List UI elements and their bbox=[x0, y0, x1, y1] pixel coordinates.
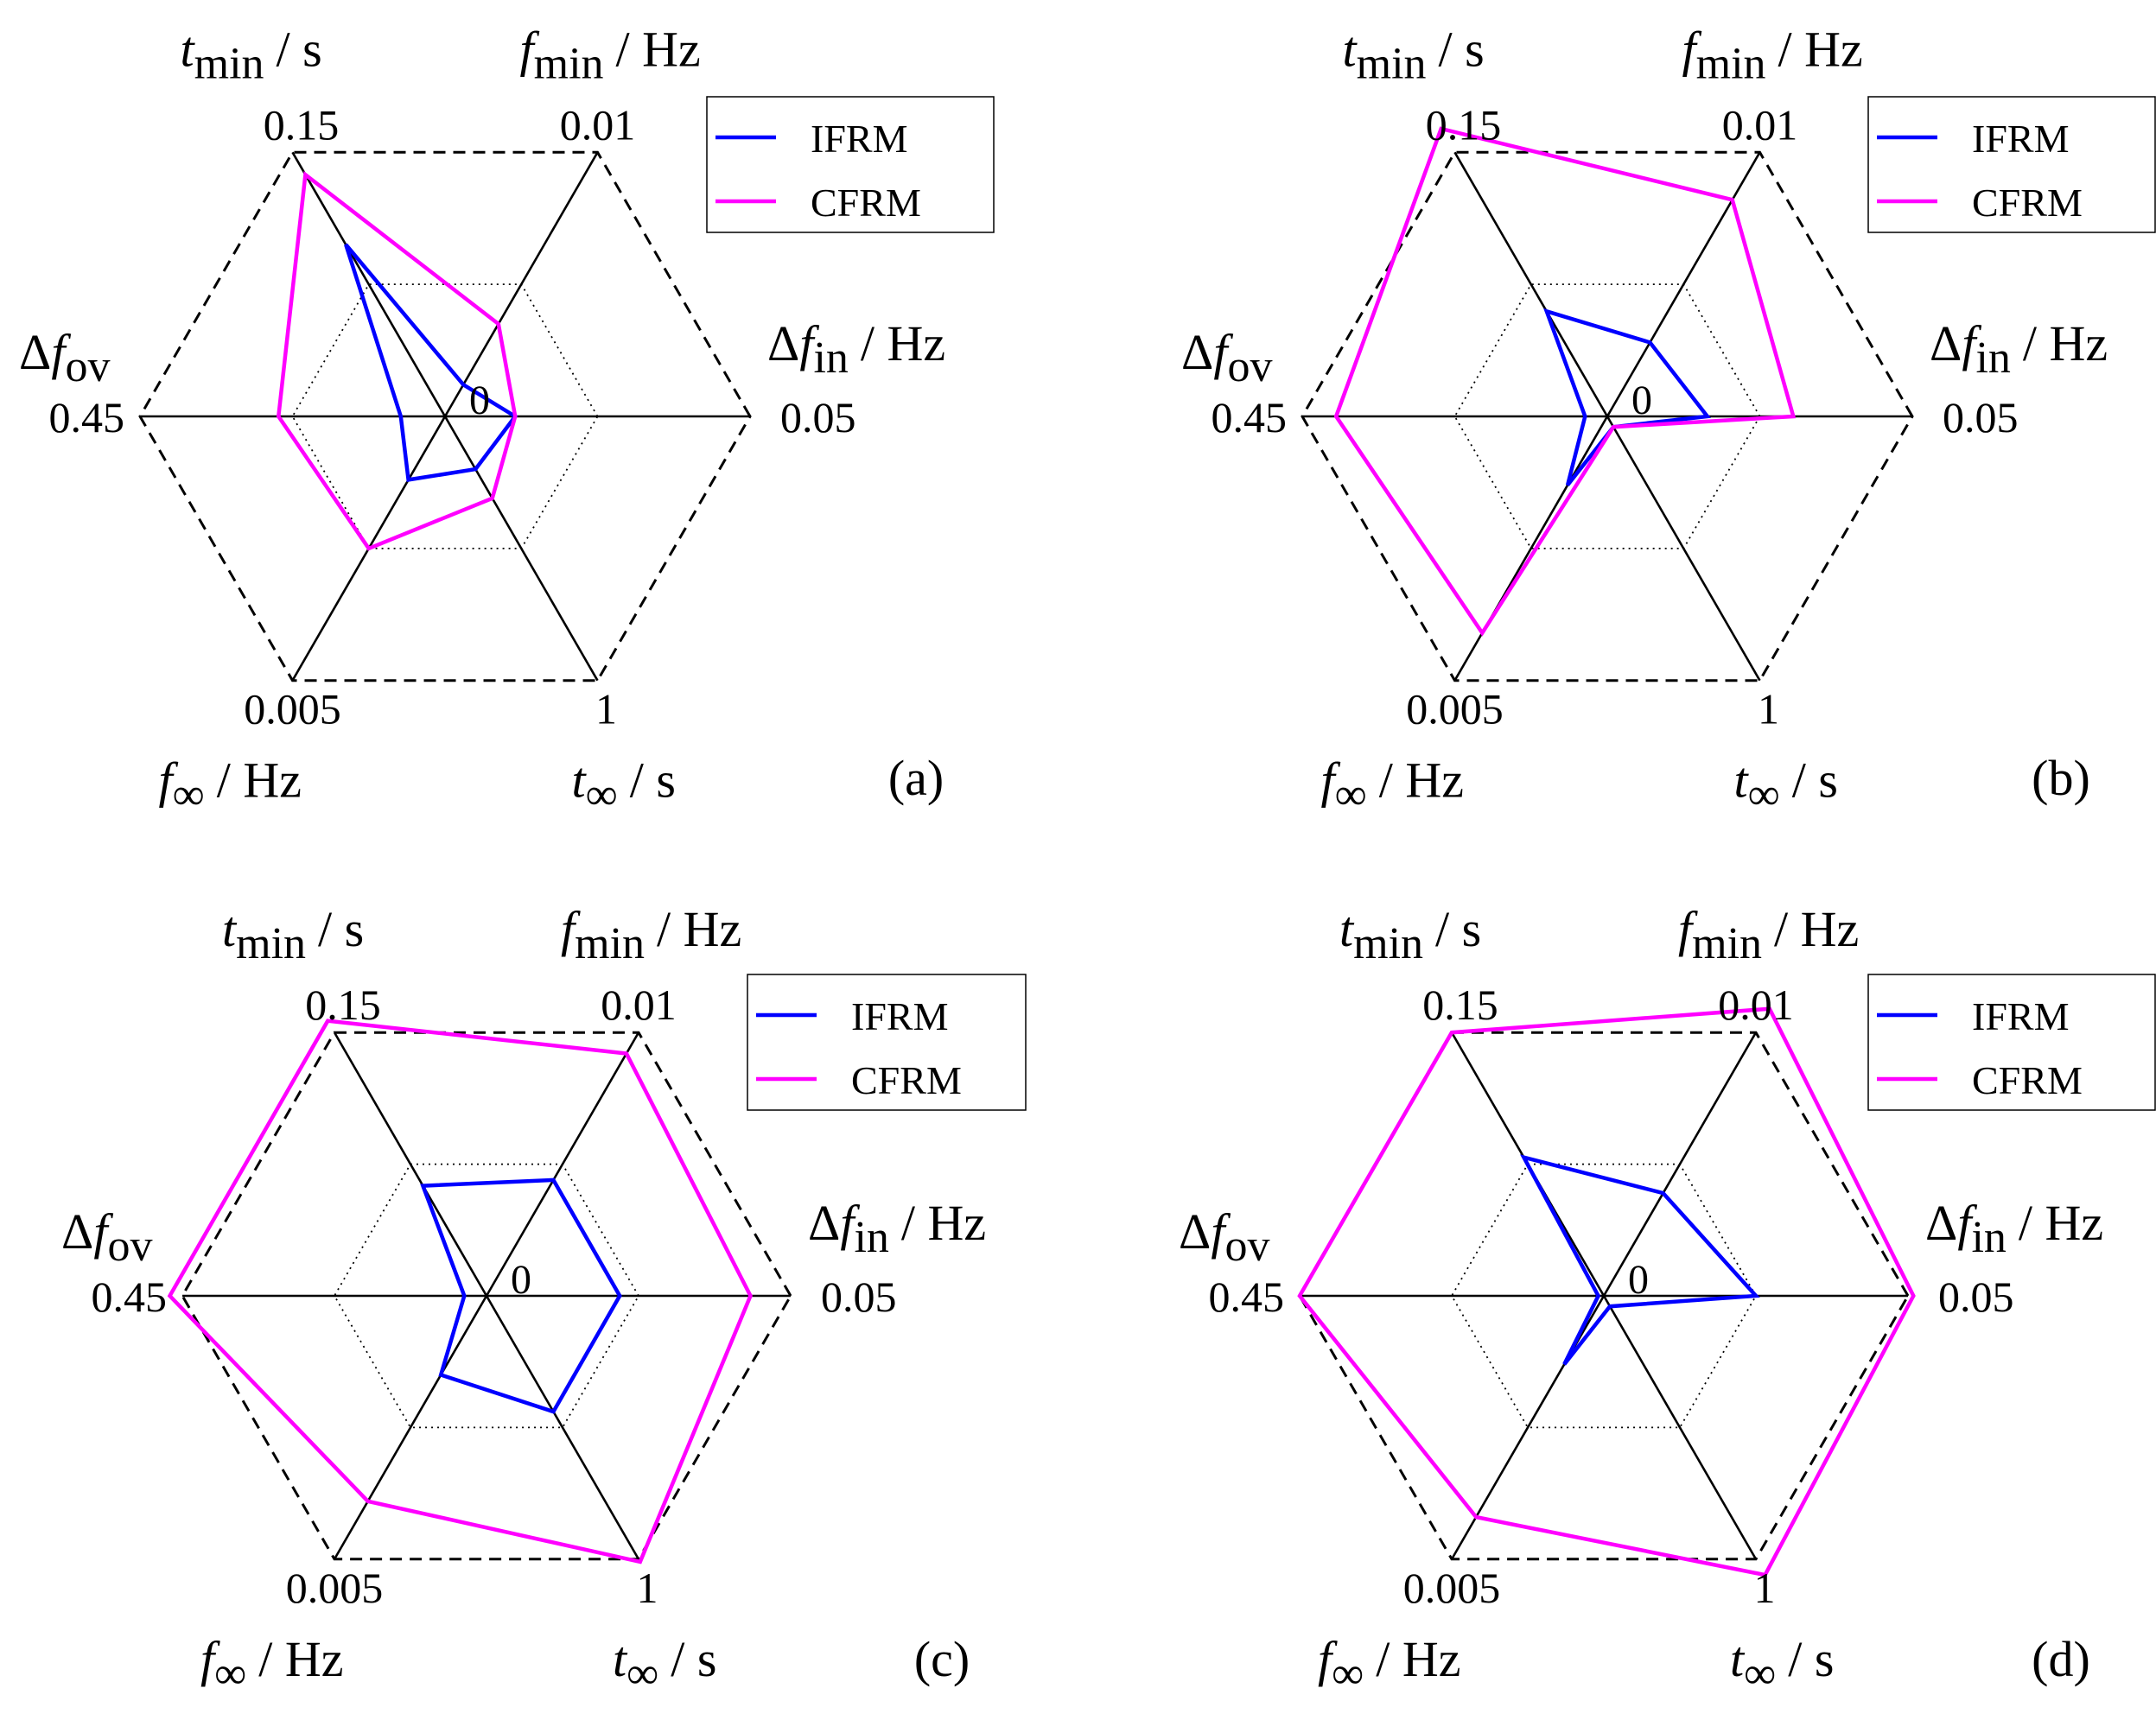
legend: IFRM CFRM bbox=[747, 974, 1027, 1111]
legend-label: IFRM bbox=[1972, 117, 2069, 161]
axis-max-label: 0.15 bbox=[1426, 100, 1502, 149]
panel-label: (d) bbox=[2032, 1631, 2090, 1687]
legend: IFRM CFRM bbox=[706, 96, 995, 233]
axis-title: Δfin/ Hz bbox=[1930, 315, 2108, 383]
panel-label: (c) bbox=[914, 1631, 970, 1687]
axis-title: fmin/ Hz bbox=[1682, 21, 1863, 88]
legend-label: IFRM bbox=[811, 117, 907, 161]
legend-box bbox=[1867, 974, 2156, 1111]
legend-label: IFRM bbox=[851, 994, 948, 1038]
panel-label: (b) bbox=[2032, 750, 2090, 806]
series-polygon-ifrm bbox=[1543, 308, 1712, 486]
axis-spoke bbox=[485, 1295, 640, 1560]
axis-spoke bbox=[485, 1031, 640, 1297]
axis-max-label: 0.005 bbox=[286, 1564, 384, 1612]
legend-label: CFRM bbox=[1972, 1058, 2083, 1102]
radar-panel: 0 0.05 Δfin/ Hz 0.01 fmin/ Hz 0.15 tmin/ s 0.45… bbox=[1179, 901, 2156, 1698]
legend: IFRM CFRM bbox=[1867, 96, 2156, 233]
axis-title: fmin/ Hz bbox=[520, 21, 701, 88]
axis-max-label: 0.45 bbox=[92, 1273, 168, 1321]
series-polygon-ifrm bbox=[420, 1177, 622, 1414]
axis-spoke bbox=[333, 1031, 488, 1297]
axis-title: f∞/ Hz bbox=[200, 1631, 343, 1698]
axis-spoke bbox=[1606, 151, 1761, 417]
axis-title: fmin/ Hz bbox=[1678, 901, 1859, 968]
axis-max-label: 0.05 bbox=[1938, 1273, 2014, 1321]
legend-label: IFRM bbox=[1972, 994, 2069, 1038]
radar-panel: 0 0.05 Δfin/ Hz 0.01 fmin/ Hz 0.15 tmin/ s 0.45… bbox=[61, 901, 1027, 1698]
legend: IFRM CFRM bbox=[1867, 974, 2156, 1111]
axis-max-label: 0.01 bbox=[1718, 981, 1794, 1029]
series-polygon-cfrm bbox=[276, 170, 518, 551]
axis-title: t∞/ s bbox=[1730, 1631, 1834, 1698]
axis-spoke bbox=[1606, 416, 1761, 682]
axis-spoke bbox=[1453, 151, 1609, 417]
axis-spoke bbox=[1453, 416, 1609, 682]
axis-title: f∞/ Hz bbox=[1318, 1631, 1460, 1698]
axis-title: f∞/ Hz bbox=[159, 752, 302, 820]
series-polygon-cfrm bbox=[1297, 1006, 1916, 1577]
axis-max-label: 0.005 bbox=[244, 685, 341, 733]
axis-max-label: 1 bbox=[1754, 1564, 1776, 1612]
axis-title: Δfov bbox=[1181, 324, 1272, 391]
axis-title: t∞/ s bbox=[1734, 752, 1838, 820]
series-polygon-ifrm bbox=[1519, 1154, 1760, 1366]
axis-title: fmin/ Hz bbox=[561, 901, 741, 968]
axis-max-label: 1 bbox=[1758, 685, 1779, 733]
panel-label: (a) bbox=[888, 750, 944, 806]
center-label: 0 bbox=[511, 1257, 531, 1303]
axis-spoke bbox=[443, 416, 599, 682]
center-label: 0 bbox=[469, 378, 490, 423]
legend-label: CFRM bbox=[811, 181, 921, 225]
axis-max-label: 0.05 bbox=[780, 393, 856, 441]
axis-max-label: 0.01 bbox=[601, 981, 677, 1029]
axis-max-label: 1 bbox=[595, 685, 617, 733]
axis-max-label: 0.45 bbox=[49, 393, 125, 441]
legend-label: CFRM bbox=[851, 1058, 962, 1102]
axis-title: tmin/ s bbox=[222, 901, 364, 968]
axis-title: Δfov bbox=[61, 1203, 152, 1271]
series-polygon-cfrm bbox=[1333, 126, 1797, 637]
axis-spoke bbox=[1602, 1295, 1758, 1560]
axis-spoke bbox=[333, 1295, 488, 1560]
axis-title: Δfin/ Hz bbox=[808, 1195, 986, 1262]
axis-title: tmin/ s bbox=[1339, 901, 1481, 968]
axis-max-label: 0.15 bbox=[1422, 981, 1498, 1029]
axis-title: Δfin/ Hz bbox=[767, 315, 945, 383]
axis-spoke bbox=[443, 151, 599, 417]
axis-max-label: 0.05 bbox=[821, 1273, 897, 1321]
axis-max-label: 1 bbox=[637, 1564, 658, 1612]
axis-max-label: 0.01 bbox=[1722, 100, 1798, 149]
axis-spoke bbox=[291, 151, 447, 417]
axis-title: t∞/ s bbox=[613, 1631, 716, 1698]
axis-title: tmin/ s bbox=[181, 21, 322, 88]
axis-max-label: 0.005 bbox=[1406, 685, 1504, 733]
axis-max-label: 0.15 bbox=[264, 100, 340, 149]
series-polygon-ifrm bbox=[344, 243, 518, 482]
axis-max-label: 0.45 bbox=[1209, 1273, 1285, 1321]
axis-title: f∞/ Hz bbox=[1321, 752, 1464, 820]
legend-box bbox=[706, 96, 995, 233]
axis-title: tmin/ s bbox=[1343, 21, 1485, 88]
axis-title: Δfov bbox=[1179, 1203, 1269, 1271]
axis-max-label: 0.05 bbox=[1943, 393, 2019, 441]
axis-spoke bbox=[1602, 1031, 1758, 1297]
axis-title: t∞/ s bbox=[572, 752, 676, 820]
legend-box bbox=[747, 974, 1027, 1111]
legend-box bbox=[1867, 96, 2156, 233]
axis-max-label: 0.45 bbox=[1212, 393, 1288, 441]
axis-max-label: 0.005 bbox=[1403, 1564, 1501, 1612]
center-label: 0 bbox=[1631, 378, 1652, 423]
axis-max-label: 0.15 bbox=[305, 981, 381, 1029]
radar-panel: 0 0.05 Δfin/ Hz 0.01 fmin/ Hz 0.15 tmin/ s 0.45… bbox=[1181, 21, 2156, 820]
radar-panel: 0 0.05 Δfin/ Hz 0.01 fmin/ Hz 0.15 tmin/ s 0.45… bbox=[19, 21, 995, 820]
axis-title: Δfin/ Hz bbox=[1925, 1195, 2103, 1262]
legend-label: CFRM bbox=[1972, 181, 2083, 225]
axis-spoke bbox=[1450, 1295, 1606, 1560]
series-polygon-cfrm bbox=[167, 1019, 753, 1565]
axis-title: Δfov bbox=[19, 324, 110, 391]
axis-max-label: 0.01 bbox=[560, 100, 636, 149]
center-label: 0 bbox=[1628, 1257, 1649, 1303]
